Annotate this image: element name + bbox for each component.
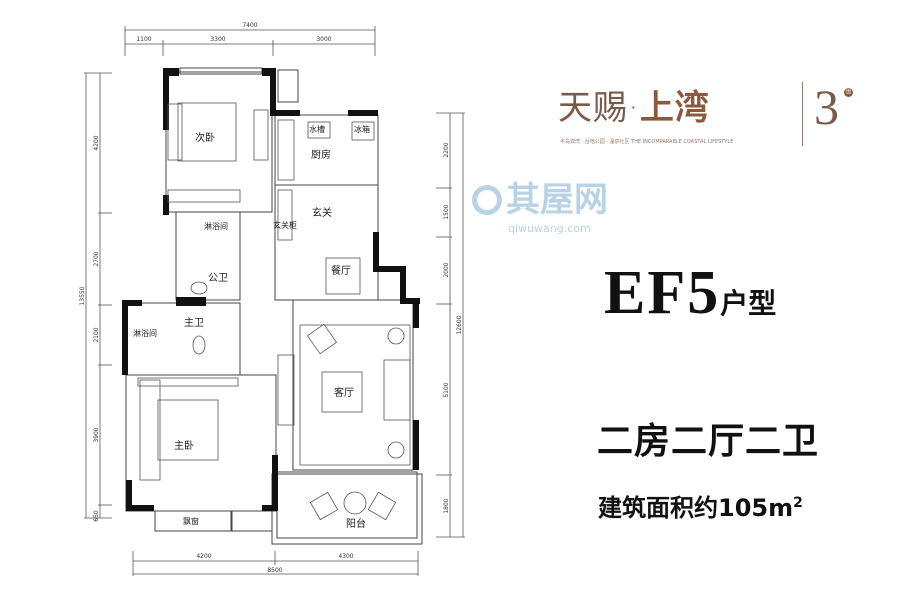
watermark-logo-icon xyxy=(472,185,502,215)
desk xyxy=(253,109,269,161)
room-labels: 次卧 厨房 水槽 冰箱 玄关 玄关柜 淋浴间 公卫 餐厅 主卫 淋浴间 客厅 主… xyxy=(133,124,370,530)
area-unit-sup: 2 xyxy=(793,495,803,511)
brand-logo: 天赐·上湾 半岛双湾 · 台地公园 · 温泉社区 THE INCOMPARABL… xyxy=(548,62,880,162)
coffee-table xyxy=(321,371,363,413)
dim-right-5: 1800 xyxy=(443,498,450,513)
dim-left-5: 650 xyxy=(93,510,100,522)
logo-badge: 世 xyxy=(844,88,853,97)
living-rug xyxy=(299,324,411,466)
dim-right-4: 5100 xyxy=(443,382,450,397)
label-foyer: 玄关 xyxy=(312,206,332,219)
dim-left-4: 3900 xyxy=(93,427,100,442)
label-public-bath: 公卫 xyxy=(208,273,228,284)
dim-right-total: 12600 xyxy=(456,315,463,334)
dim-bottom-total: 8500 xyxy=(267,567,282,574)
logo-divider xyxy=(802,82,803,146)
unit-layout: 二房二厅二卫 xyxy=(597,421,820,462)
dim-left-3: 2100 xyxy=(93,327,100,342)
label-foyer-cabinet: 玄关柜 xyxy=(273,220,297,230)
dim-top-3: 3000 xyxy=(316,36,331,43)
label-balcony: 阳台 xyxy=(346,517,366,530)
unit-type: EF5户型 xyxy=(604,258,776,329)
dimension-labels: 7400 1100 3300 3000 4200 4300 8500 13550… xyxy=(79,22,463,574)
label-master-bath: 主卫 xyxy=(184,317,204,329)
logo-tagline: 半岛双湾 · 台地公园 · 温泉社区 THE INCOMPARABLE COAS… xyxy=(560,138,733,145)
wardrobe xyxy=(167,189,241,203)
foyer-cabinet xyxy=(277,189,293,241)
dim-right-3: 2000 xyxy=(443,262,450,277)
toilet xyxy=(192,335,206,355)
label-fridge: 冰箱 xyxy=(354,124,370,134)
dining-table xyxy=(325,257,361,295)
unit-area: 建筑面积约105m2 xyxy=(598,488,803,523)
sofa xyxy=(383,359,411,421)
dim-right-1: 2200 xyxy=(443,142,450,157)
dim-bottom-2: 4300 xyxy=(338,553,353,560)
fridge xyxy=(351,121,375,141)
balcony-table xyxy=(343,491,367,515)
logo-title: 天赐·上湾 xyxy=(558,80,710,129)
logo-title-part2: 上湾 xyxy=(639,88,710,128)
dim-top-2: 3300 xyxy=(210,36,225,43)
label-shower-1: 淋浴间 xyxy=(204,221,228,231)
dim-bottom-1: 4200 xyxy=(196,553,211,560)
dim-top-1: 1100 xyxy=(136,36,151,43)
label-bay-window: 飘窗 xyxy=(183,516,199,526)
master-wardrobe xyxy=(137,377,239,387)
logo-tagline-en: THE INCOMPARABLE COASTAL LIFESTYLE xyxy=(631,139,734,145)
logo-tagline-cn: 半岛双湾 · 台地公园 · 温泉社区 xyxy=(560,139,630,145)
label-master-bedroom: 主卧 xyxy=(174,439,194,452)
unit-suffix: 户型 xyxy=(720,287,777,320)
label-living: 客厅 xyxy=(334,386,354,399)
dim-top-total: 7400 xyxy=(242,22,257,29)
dim-left-1: 4200 xyxy=(93,135,100,150)
sink xyxy=(307,121,331,139)
dim-left-total: 13550 xyxy=(79,286,86,305)
area-label: 建筑面积约 xyxy=(598,494,718,522)
watermark-url: qiwuwang.com xyxy=(508,222,591,235)
unit-code: EF5 xyxy=(604,259,721,327)
logo-number: 3 xyxy=(814,79,839,135)
label-sink: 水槽 xyxy=(309,124,325,134)
label-shower-2: 淋浴间 xyxy=(133,328,157,338)
dim-left-2: 2700 xyxy=(93,251,100,266)
watermark-text: 其屋网 xyxy=(506,180,608,220)
stove-counter xyxy=(277,119,295,181)
furniture xyxy=(137,102,411,521)
label-kitchen: 厨房 xyxy=(311,148,331,161)
label-second-bedroom: 次卧 xyxy=(195,131,215,144)
tv-cabinet xyxy=(277,354,295,426)
logo-title-part1: 天赐· xyxy=(558,88,640,128)
dimension-lines xyxy=(84,26,465,576)
master-bed xyxy=(157,399,219,461)
dim-right-2: 1500 xyxy=(443,204,450,219)
area-value: 105m xyxy=(718,494,794,522)
label-dining: 餐厅 xyxy=(331,264,351,277)
second-bed xyxy=(177,102,237,162)
structural-walls xyxy=(122,68,420,511)
